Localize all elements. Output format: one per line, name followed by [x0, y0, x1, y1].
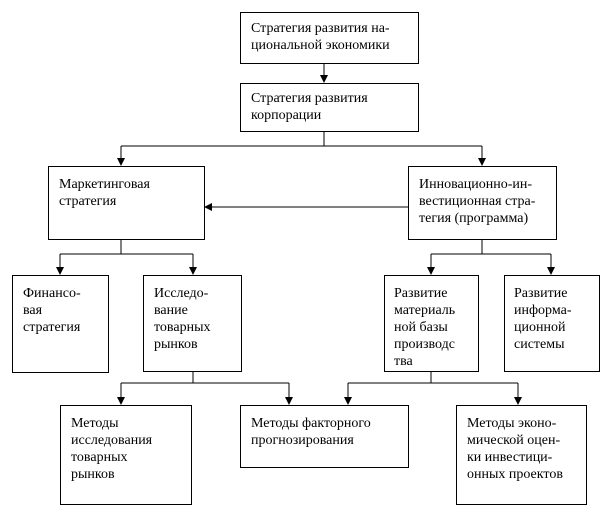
node-factor-forecasting: Методы факторного прогнозирования	[240, 405, 409, 468]
node-investment-evaluation: Методы эконо- мической оцен- ки инвестиц…	[456, 405, 587, 505]
node-market-methods: Методы исследования товарных рынков	[60, 405, 192, 505]
node-marketing-strategy: Маркетинговая стратегия	[48, 166, 205, 240]
node-innovation-strategy: Инновационно-ин- вестиционная стра- теги…	[408, 166, 557, 240]
node-corporate-strategy: Стратегия развития корпорации	[240, 83, 419, 132]
node-production-base: Развитие материаль ной базы производс тв…	[384, 275, 479, 372]
node-information-system: Развитие информа- ционной системы	[504, 275, 600, 372]
node-financial-strategy: Финансо- вая стратегия	[12, 275, 109, 373]
node-market-research: Исследо- вание товарных рынков	[143, 275, 242, 372]
node-national-strategy: Стратегия развития на- циональной эконом…	[240, 12, 419, 64]
